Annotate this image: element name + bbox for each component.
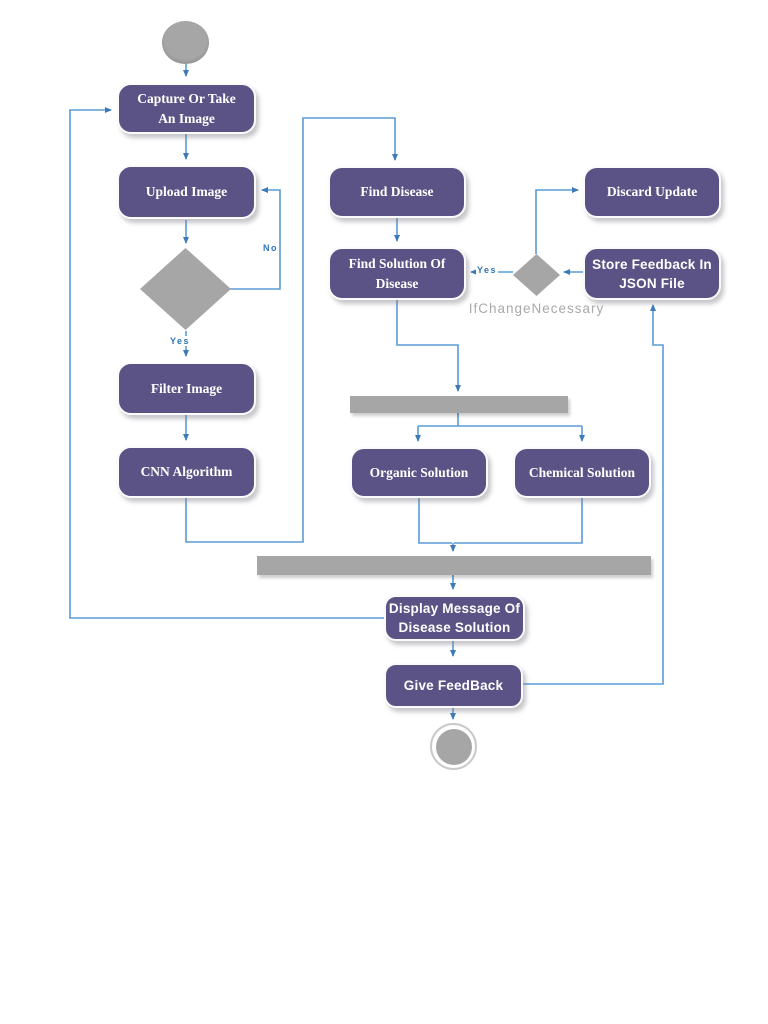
activity-label: Find Solution Of (348, 255, 446, 271)
activity-store-feedback: Store Feedback In JSON File (583, 247, 721, 300)
connector-decision-to-discard (535, 187, 579, 254)
activity-label: CNN Algorithm (140, 464, 233, 479)
activity-label: Disease (375, 275, 419, 291)
activity-label: Find Disease (360, 184, 434, 199)
activity-discard-update: Discard Update (583, 166, 721, 218)
activity-filter-image: Filter Image (117, 362, 256, 415)
activity-label: Disease Solution (398, 620, 511, 635)
activity-chemical-solution: Chemical Solution (513, 447, 651, 498)
activity-label: Store Feedback In (592, 256, 712, 272)
condition-label: IfChangeNecessary (468, 301, 605, 316)
activity-cnn-algorithm: CNN Algorithm (117, 446, 256, 498)
activity-label: Chemical Solution (528, 464, 636, 480)
connector-feedback-to-store (523, 304, 664, 685)
final-node (430, 723, 477, 770)
activity-label: An Image (158, 110, 215, 126)
activity-organic-solution: Organic Solution (350, 447, 488, 498)
activity-display-message: Display Message Of Disease Solution (384, 595, 525, 641)
edge-label-yes-valid: Yes (169, 336, 192, 346)
activity-label: JSON File (619, 275, 685, 291)
connector-display-to-capture (69, 107, 385, 619)
activity-label: Upload Image (145, 184, 228, 199)
activity-label: Capture Or Take (137, 90, 236, 106)
activity-find-solution: Find Solution Of Disease (328, 247, 466, 300)
activity-capture-image: Capture Or Take An Image (117, 83, 256, 134)
connector-organic-to-merge (418, 498, 452, 544)
initial-node (162, 21, 209, 64)
join-bar (257, 556, 651, 575)
connector-cnn-to-find-disease (185, 117, 398, 543)
activity-upload-image: Upload Image (117, 165, 256, 219)
activity-find-disease: Find Disease (328, 166, 466, 218)
connector-decision-no-to-upload (229, 187, 281, 290)
activity-label: Give FeedBack (403, 678, 504, 693)
edge-label-yes-change: Yes (476, 265, 499, 275)
connector-chemical-to-merge (454, 498, 583, 544)
edge-label-no: No (262, 243, 279, 253)
activity-label: Discard Update (606, 184, 698, 199)
activity-label: Filter Image (150, 380, 223, 396)
connector-solution-to-fork (396, 300, 461, 392)
activity-label: Display Message Of (388, 601, 521, 616)
activity-label: Organic Solution (369, 464, 469, 480)
final-node-core (435, 728, 472, 765)
fork-bar (350, 396, 568, 413)
activity-give-feedback: Give FeedBack (384, 663, 523, 708)
